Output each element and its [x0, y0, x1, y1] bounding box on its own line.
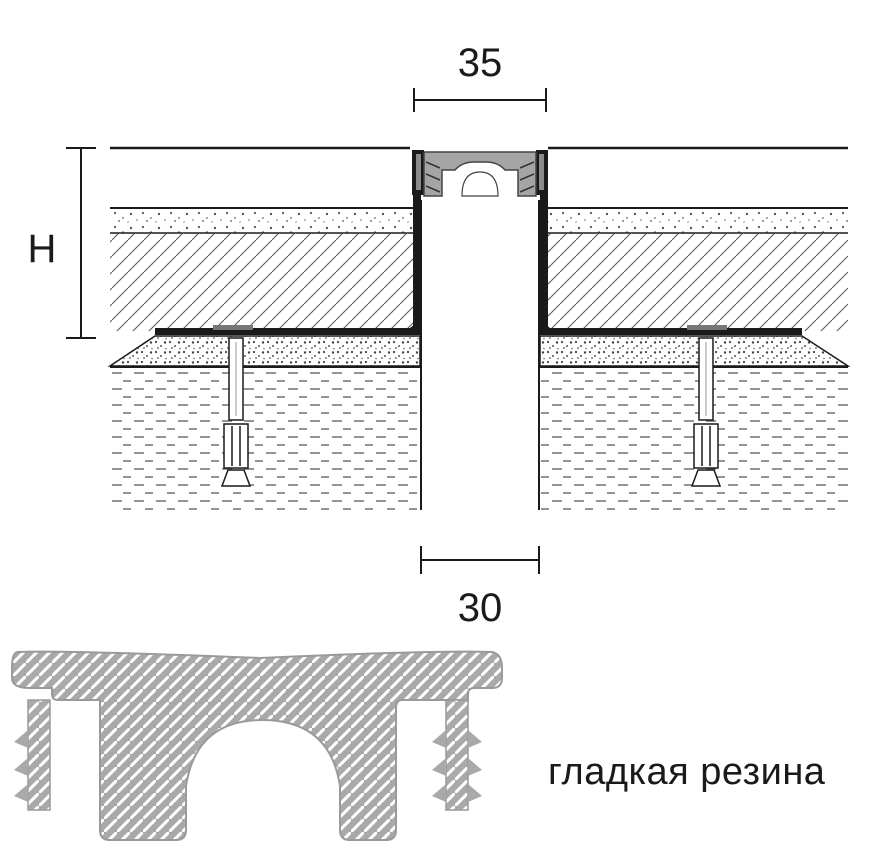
right-mortar-bed — [539, 335, 851, 367]
left-tile — [110, 148, 410, 208]
left-screed-layer — [110, 233, 415, 331]
left-profile-leg — [413, 150, 421, 335]
left-base-layer — [110, 368, 420, 510]
right-screed-layer — [545, 233, 848, 331]
rubber-profile-detail — [11, 650, 503, 841]
bottom-width-dimension: 30 — [420, 546, 540, 630]
right-tile — [548, 148, 848, 208]
left-mortar-bed — [107, 335, 421, 367]
rubber-insert-section — [412, 150, 548, 197]
right-floor-section — [538, 146, 851, 510]
left-profile-flange — [155, 320, 420, 335]
left-adhesive-layer — [110, 208, 415, 233]
top-width-dimension: 35 — [413, 41, 547, 112]
profile-label: гладкая резина — [548, 751, 826, 793]
right-adhesive-layer — [545, 208, 848, 233]
height-label: H — [28, 227, 57, 271]
right-profile-leg — [540, 150, 548, 335]
left-floor-section — [107, 146, 422, 510]
height-dimension: H — [28, 147, 96, 339]
left-anchor — [220, 337, 252, 487]
top-width-label: 35 — [458, 41, 503, 85]
right-profile-flange — [540, 320, 802, 335]
bottom-width-label: 30 — [458, 586, 503, 630]
right-anchor — [690, 337, 722, 487]
